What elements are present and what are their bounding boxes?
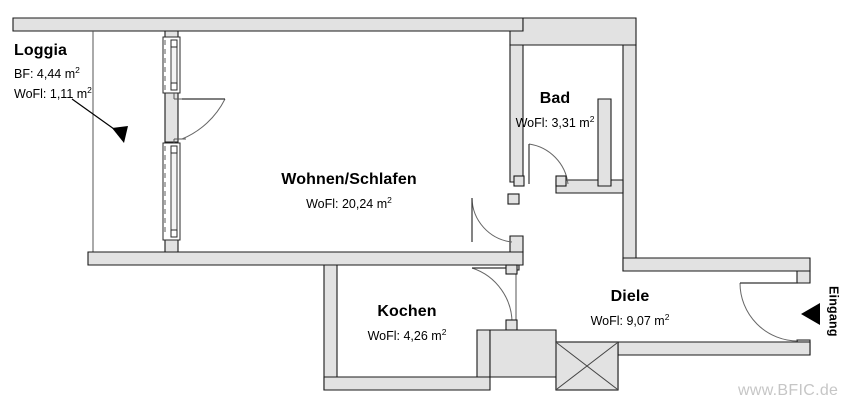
- room-area-loggia-bf: BF: 4,44 m2: [14, 65, 80, 82]
- unit-superscript: 2: [664, 312, 670, 323]
- wall-kochen-left: [323, 264, 338, 391]
- room-name-diele: Diele: [610, 288, 650, 305]
- wall-bad-right: [622, 44, 637, 272]
- door-swing-wohnen-diele: [471, 193, 520, 243]
- room-area-wohnen-schlafen: WoFl: 20,24 m2: [306, 195, 392, 212]
- window-lower-loggia: [162, 138, 186, 241]
- unit-superscript: 2: [87, 84, 92, 95]
- room-label-diele: Diele WoFl: 9,07 m2: [591, 288, 670, 329]
- unit-superscript: 2: [387, 195, 392, 206]
- wall-diele-top: [622, 257, 811, 272]
- wall-kochen-right-step: [476, 329, 491, 378]
- entrance-label: Eingang: [826, 286, 841, 337]
- room-name-wohnen-schlafen: Wohnen/Schlafen: [281, 171, 417, 188]
- unit-superscript: 2: [75, 65, 80, 76]
- loggia-pointer-arrow: [71, 98, 128, 143]
- window-upper-loggia: [162, 36, 186, 100]
- room-label-loggia: Loggia BF: 4,44 m2 WoFl: 1,11 m2: [14, 42, 92, 101]
- shaft-cross-2: [556, 342, 618, 390]
- room-label-kochen: Kochen WoFl: 4,26 m2: [368, 303, 447, 344]
- wall-kochen-bottom: [323, 376, 491, 391]
- wall-top-exterior: [12, 17, 524, 32]
- room-label-wohnen-schlafen: Wohnen/Schlafen WoFl: 20,24 m2: [281, 171, 416, 212]
- entrance-triangle-icon: [801, 303, 820, 325]
- wall-diele-right-top-stub: [796, 270, 811, 284]
- wall-wohnen-bottom: [87, 251, 524, 266]
- wall-bad-niche: [597, 98, 612, 187]
- room-area-bad: WoFl: 3,31 m2: [515, 114, 595, 131]
- unit-superscript: 2: [441, 327, 447, 338]
- room-name-loggia: Loggia: [14, 42, 68, 59]
- wall-loggia-divider-lower: [164, 239, 179, 253]
- wall-top-right: [509, 17, 637, 46]
- room-area-diele: WoFl: 9,07 m2: [590, 312, 670, 329]
- door-swing-bad: [513, 143, 569, 187]
- watermark: www.BFIC.de: [738, 382, 839, 399]
- wall-wohnen-right-lower: [509, 235, 524, 253]
- unit-superscript: 2: [589, 114, 595, 125]
- wall-diele-bottom: [617, 341, 811, 356]
- room-area-kochen: WoFl: 4,26 m2: [367, 327, 447, 344]
- room-name-bad: Bad: [539, 90, 571, 107]
- door-swing-loggia: [181, 98, 226, 140]
- room-area-loggia-wofl: WoFl: 1,11 m2: [14, 84, 92, 102]
- wall-loggia-divider-upper: [164, 30, 179, 38]
- door-swing-kochen: [471, 264, 518, 331]
- room-label-bad: Bad WoFl: 3,31 m2: [516, 90, 595, 131]
- door-swing-entrance: [739, 282, 799, 342]
- room-name-kochen: Kochen: [377, 303, 437, 320]
